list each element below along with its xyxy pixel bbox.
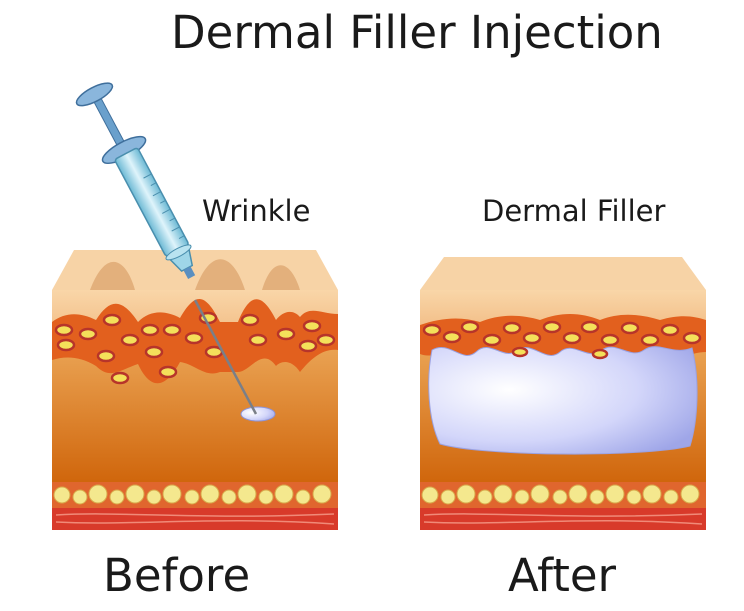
skin-after: [420, 257, 706, 530]
muscle-layer-after: [420, 508, 706, 530]
muscle-layer-before: [52, 508, 338, 530]
skin-before: [52, 250, 338, 530]
skin-surface-after: [420, 257, 706, 290]
filler-droplet: [241, 407, 275, 421]
dermal-filler-mass: [429, 347, 697, 454]
syringe-thumb-rest: [74, 79, 116, 110]
syringe-barrel: [114, 147, 189, 256]
